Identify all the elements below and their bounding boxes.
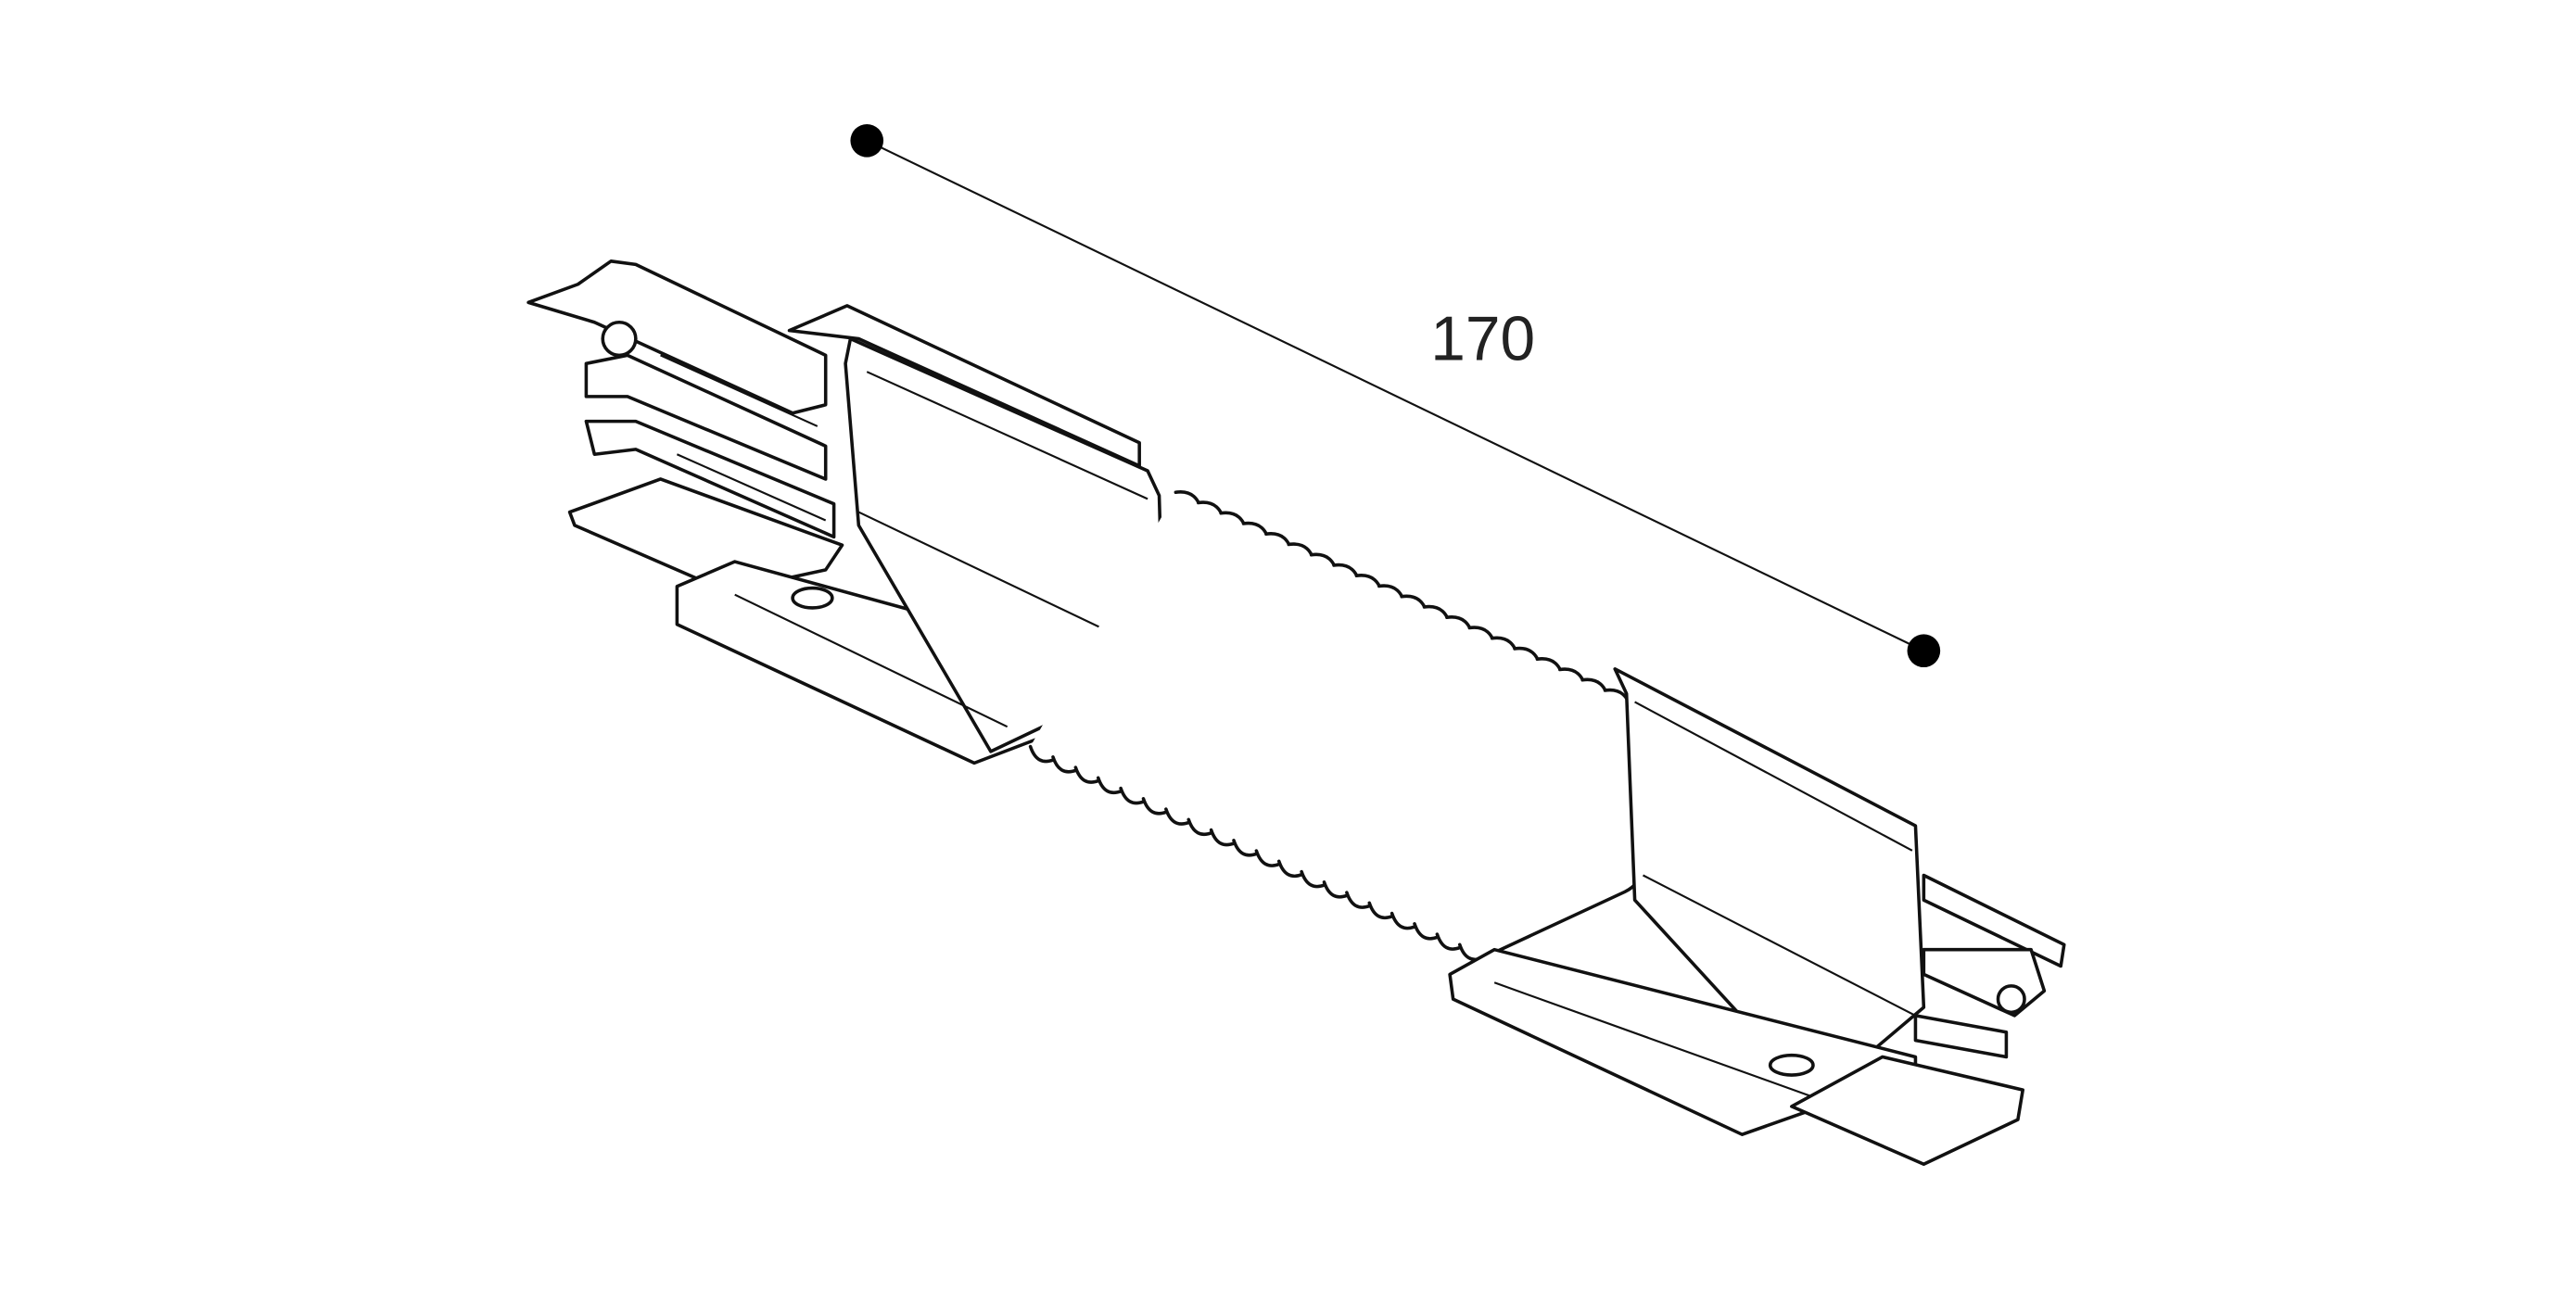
dimension-start-dot xyxy=(850,123,884,158)
dimension-label: 170 xyxy=(1430,305,1535,374)
dimension-line: 170 xyxy=(850,123,1941,668)
dimension-end-dot xyxy=(1907,634,1941,668)
screw-icon xyxy=(791,586,834,610)
left-rail-adapter xyxy=(527,259,844,593)
dimension-leader xyxy=(866,139,1924,652)
screw-icon xyxy=(1768,1053,1815,1077)
flexible-bellows xyxy=(1028,490,1644,962)
right-housing xyxy=(1448,667,1926,1136)
right-rail-adapter xyxy=(1790,873,2066,1167)
